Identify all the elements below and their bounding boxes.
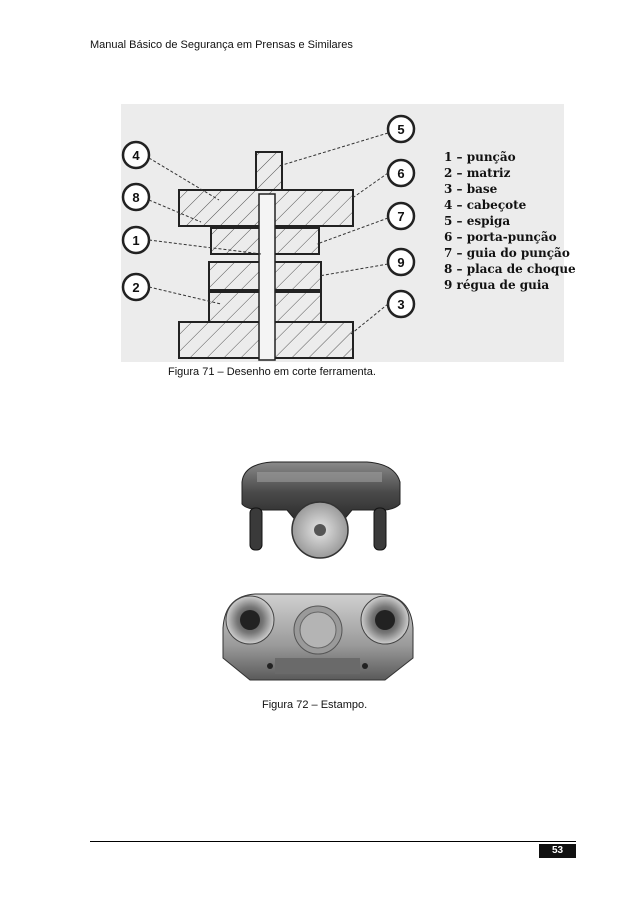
- shank-part: [255, 151, 283, 191]
- callout-circle-9: [386, 247, 416, 277]
- page-number: 53: [539, 844, 576, 858]
- figure-72-caption: Figura 72 – Estampo.: [262, 699, 368, 711]
- callout-circle-5: [386, 114, 416, 144]
- callout-label-3: 3: [397, 297, 404, 312]
- legend-item-5: 5 – espiga: [444, 214, 510, 228]
- callout-circle-7: [386, 201, 416, 231]
- legend-item-8: 8 – placa de choque: [444, 262, 576, 276]
- legend-item-7: 7 – guia do punção: [444, 246, 570, 260]
- callout-label-4: 4: [132, 148, 140, 163]
- callout-label-1: 1: [132, 233, 139, 248]
- callout-label-5: 5: [397, 122, 404, 137]
- legend-item-3: 3 – base: [444, 182, 498, 196]
- callout-circle-8: [121, 182, 151, 212]
- callout-label-2: 2: [132, 280, 139, 295]
- stamping-die-top-photo: [232, 452, 407, 560]
- figure-71-caption: Figura 71 – Desenho em corte ferramenta.: [168, 366, 376, 378]
- legend-item-4: 4 – cabeçote: [444, 198, 527, 212]
- legend-item-1: 1 – punção: [444, 150, 516, 164]
- legend-item-9: 9 régua de guia: [444, 278, 549, 292]
- running-header: Manual Básico de Segurança em Prensas e …: [90, 39, 353, 51]
- punch-part: [258, 193, 276, 361]
- callout-label-9: 9: [397, 255, 404, 270]
- cross-section-drawing: 4 8 1 2 5 6 7 9 3: [121, 104, 576, 362]
- footer-divider: [90, 841, 576, 842]
- callout-circle-4: [121, 140, 151, 170]
- callout-label-8: 8: [132, 190, 139, 205]
- legend-item-2: 2 – matriz: [444, 166, 511, 180]
- stamping-die-base-photo: [215, 588, 420, 686]
- callout-label-7: 7: [397, 209, 404, 224]
- callout-label-6: 6: [397, 166, 404, 181]
- legend-item-6: 6 – porta-punção: [444, 230, 557, 244]
